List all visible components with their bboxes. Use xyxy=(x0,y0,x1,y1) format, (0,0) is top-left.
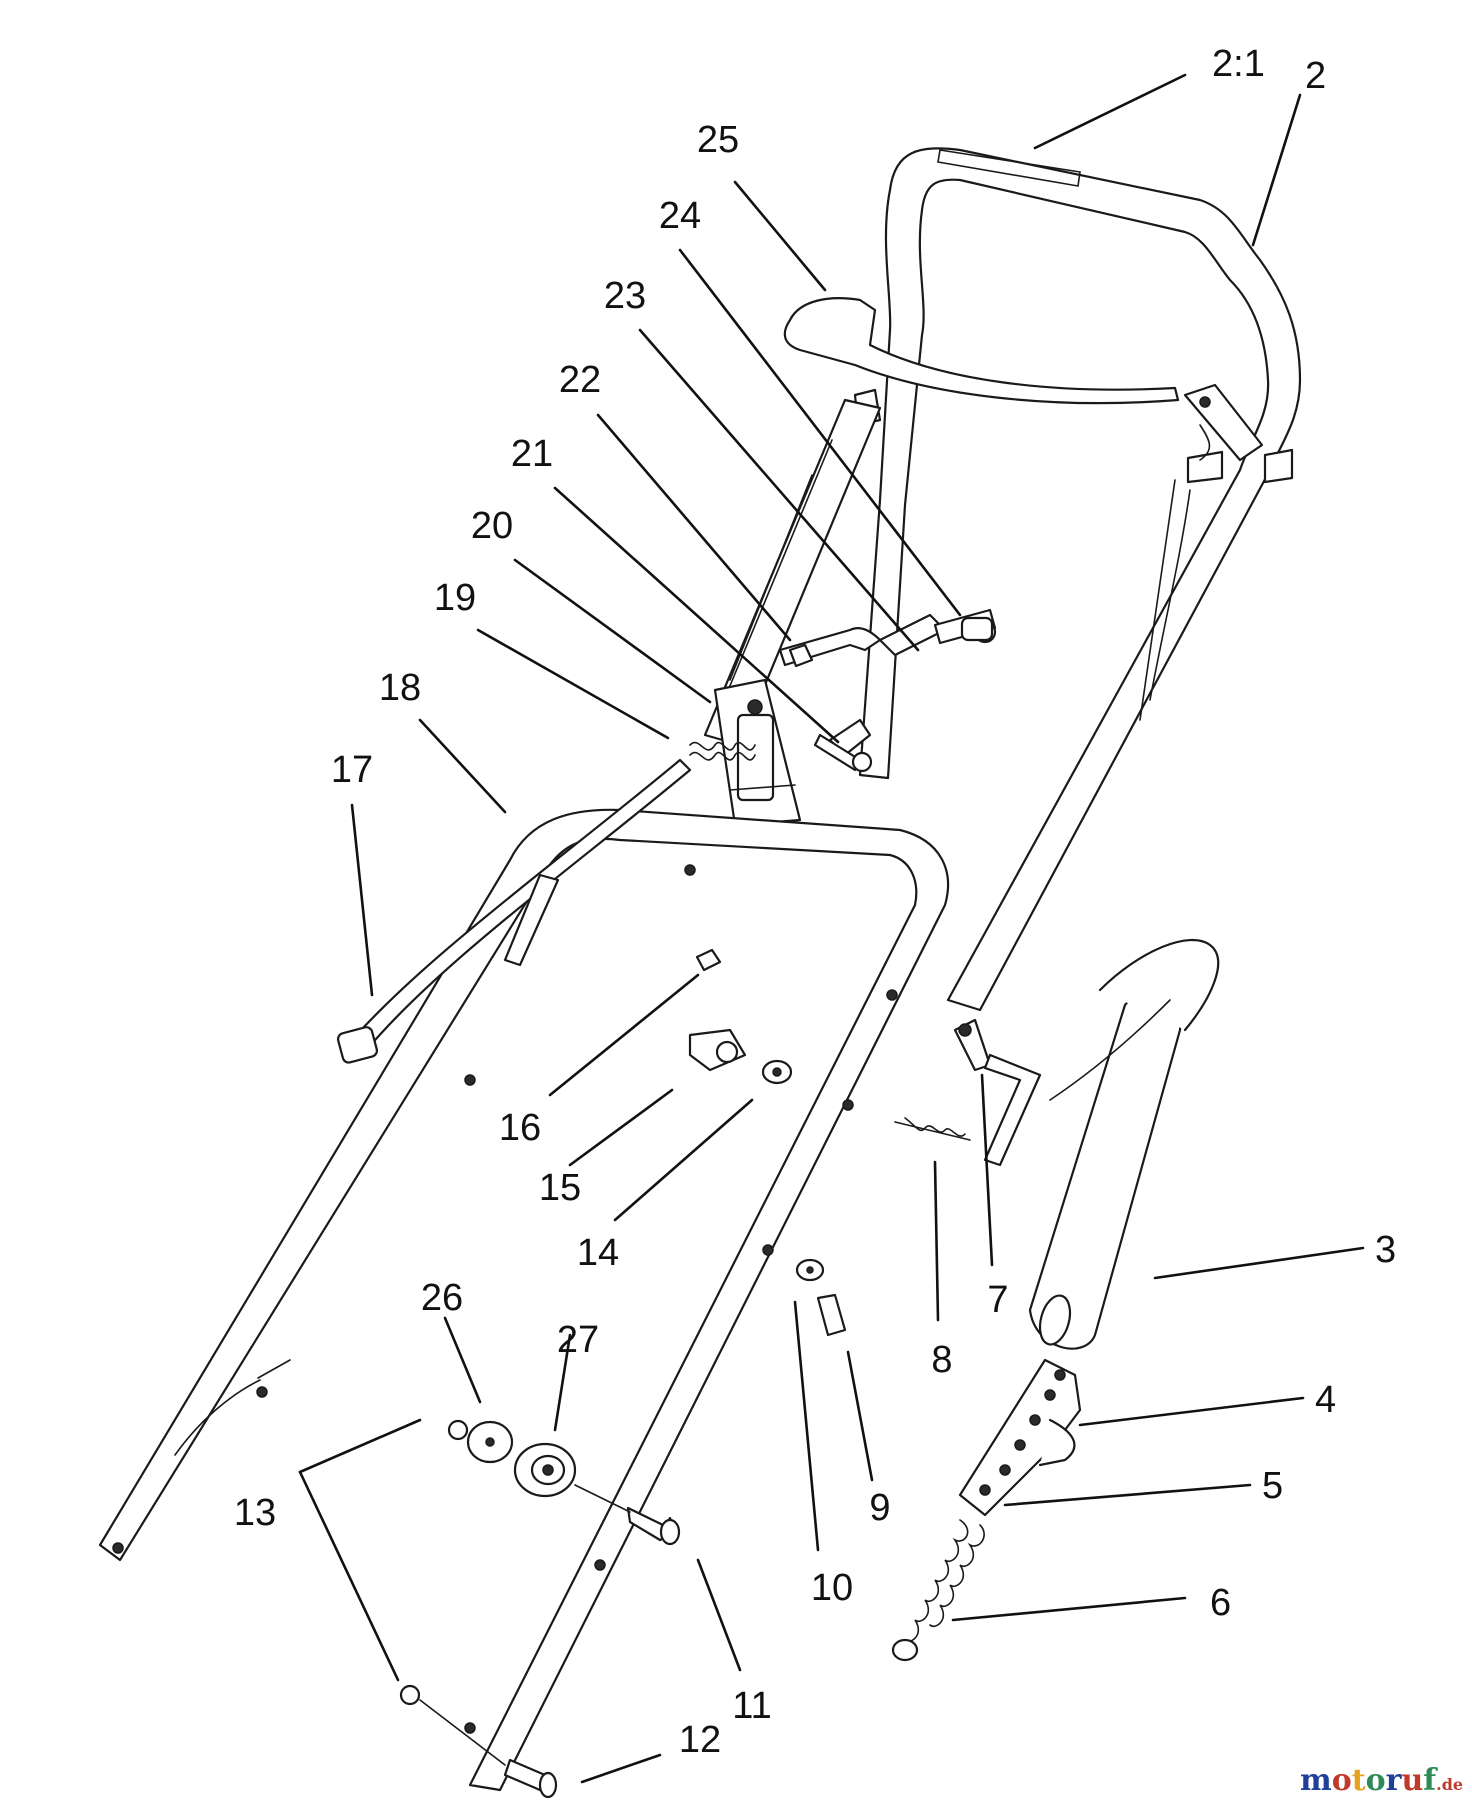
cable-17 xyxy=(336,758,692,1064)
hardware-14-16 xyxy=(688,948,793,1085)
callout-27: 27 xyxy=(557,1319,599,1361)
callout-14: 14 xyxy=(577,1232,619,1274)
leader-19 xyxy=(476,628,670,740)
mid-tube xyxy=(703,398,882,747)
callout-15: 15 xyxy=(539,1167,581,1209)
callout-9: 9 xyxy=(869,1487,890,1529)
upper-handle xyxy=(858,147,1302,1012)
leader-23 xyxy=(638,328,920,652)
callout-7: 7 xyxy=(987,1279,1008,1321)
callout-17: 17 xyxy=(331,749,373,791)
callout-25: 25 xyxy=(697,119,739,161)
leader-lines xyxy=(298,73,1365,1784)
callout-13: 13 xyxy=(234,1492,276,1534)
leader-2-1 xyxy=(1033,73,1187,150)
callout-16: 16 xyxy=(499,1107,541,1149)
callout-5: 5 xyxy=(1262,1465,1283,1507)
leader-27 xyxy=(553,1333,572,1432)
hardware-9-10 xyxy=(795,1258,847,1337)
leader-21 xyxy=(553,486,840,744)
callout-6: 6 xyxy=(1210,1582,1231,1624)
callout-11: 11 xyxy=(732,1685,771,1727)
leader-20 xyxy=(513,558,712,704)
leader-2 xyxy=(1251,93,1302,247)
leader-25 xyxy=(733,180,827,292)
leader-16 xyxy=(548,973,700,1097)
callout-4: 4 xyxy=(1315,1379,1336,1421)
leader-13b xyxy=(298,1470,400,1682)
linkage-rod xyxy=(778,608,997,757)
callout-8: 8 xyxy=(931,1339,952,1381)
leader-7 xyxy=(980,1073,994,1267)
callout-18: 18 xyxy=(379,667,421,709)
bracket-7 xyxy=(953,1018,1042,1167)
leader-3 xyxy=(1153,1246,1365,1280)
svg-text:motoruf.de: motoruf.de xyxy=(1300,1763,1463,1798)
leader-13a xyxy=(298,1418,422,1474)
callout-22: 22 xyxy=(559,359,601,401)
grip-sleeve xyxy=(1028,938,1220,1350)
callout-3: 3 xyxy=(1375,1229,1396,1271)
spring-19 xyxy=(689,741,756,761)
leader-9 xyxy=(846,1350,874,1482)
leader-6 xyxy=(951,1596,1187,1622)
leader-24 xyxy=(678,248,962,617)
callout-12: 12 xyxy=(679,1719,721,1761)
leader-12 xyxy=(580,1753,662,1784)
leader-8 xyxy=(933,1160,940,1322)
leader-11 xyxy=(696,1558,742,1672)
wheel-assembly xyxy=(399,1419,681,1799)
callout-2-1: 2:1 xyxy=(1212,43,1265,85)
leader-5 xyxy=(1003,1483,1252,1507)
adjust-plate xyxy=(958,1358,1082,1517)
bolt-21 xyxy=(813,733,873,773)
leader-14 xyxy=(613,1098,754,1222)
leader-10 xyxy=(793,1300,820,1552)
leader-4 xyxy=(1078,1396,1305,1427)
callout-19: 19 xyxy=(434,577,476,619)
callout-21: 21 xyxy=(511,433,553,475)
bracket-plate xyxy=(713,678,802,827)
callout-labels: 2:1 2 3 4 5 6 7 8 9 10 11 12 13 14 15 16… xyxy=(234,43,1396,1761)
callout-23: 23 xyxy=(604,275,646,317)
callout-20: 20 xyxy=(471,505,513,547)
callout-2: 2 xyxy=(1305,55,1326,97)
leader-18 xyxy=(418,718,507,814)
spring-6 xyxy=(891,1519,985,1662)
leader-26 xyxy=(443,1316,482,1404)
leader-15 xyxy=(568,1088,674,1167)
spring-8 xyxy=(894,1117,971,1141)
callout-24: 24 xyxy=(659,195,701,237)
leader-22 xyxy=(596,413,792,642)
leader-17 xyxy=(350,803,374,997)
watermark-logo: motoruf.de xyxy=(1300,1763,1463,1798)
callout-10: 10 xyxy=(811,1567,853,1609)
callout-26: 26 xyxy=(421,1277,463,1319)
